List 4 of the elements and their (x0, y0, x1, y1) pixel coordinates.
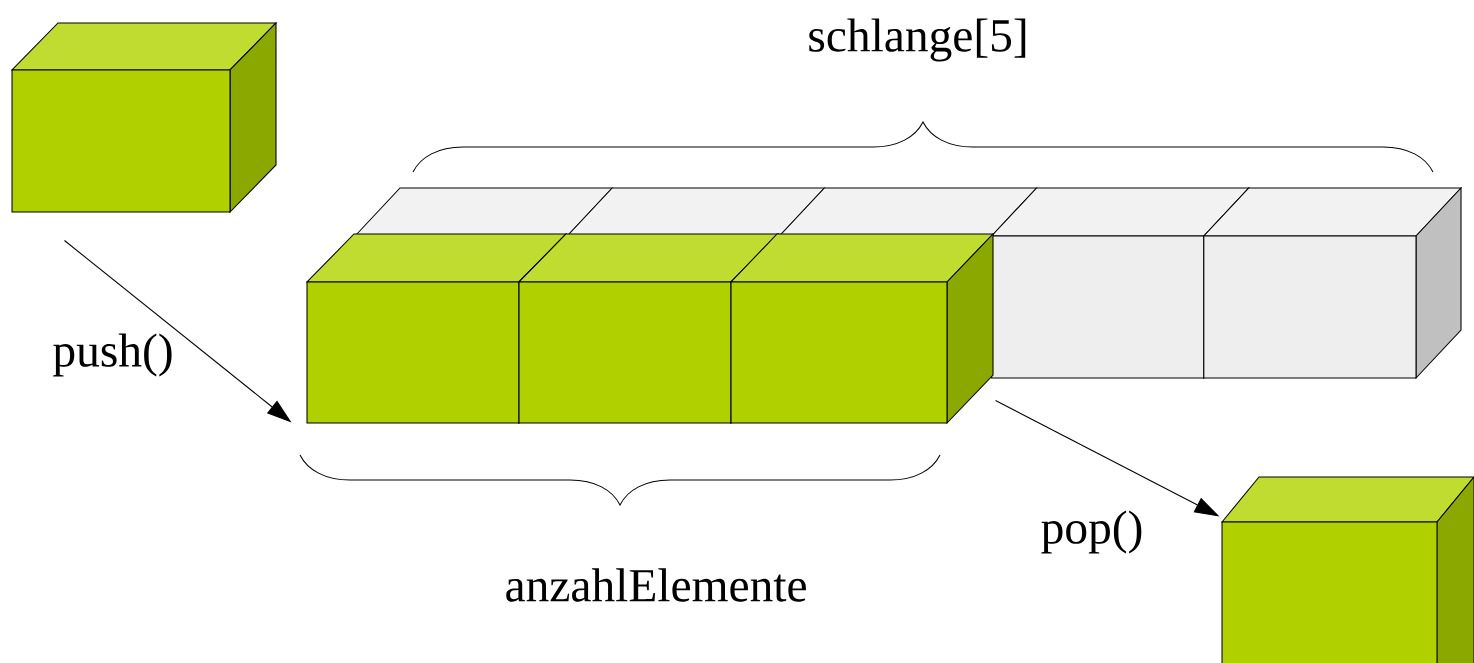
edge-label: pop() (1041, 510, 1142, 554)
label: schlange[5] (809, 18, 1026, 62)
edge-label: push() (53, 333, 172, 377)
label: anzahlElemente (506, 568, 806, 602)
